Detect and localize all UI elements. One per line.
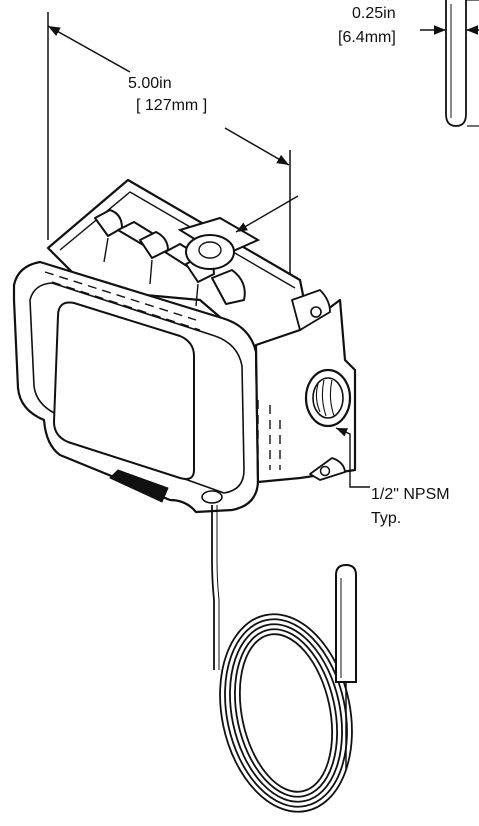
label-strip	[109, 469, 169, 503]
diameter-label-mm-value: 6.4mm	[342, 29, 392, 46]
display-window	[53, 301, 195, 480]
diameter-label-mm: [6.4mm]	[338, 29, 396, 46]
probe-detail	[420, 0, 479, 127]
capillary	[211, 505, 353, 813]
probe-detail-body	[445, 0, 467, 127]
capillary-coil	[219, 613, 353, 813]
conduit-opening-inner	[312, 377, 344, 419]
thread-callout-typ: Typ.	[371, 510, 402, 527]
top-port	[177, 195, 299, 270]
width-label-mm: [ 127mm ]	[136, 97, 208, 114]
thread-callout-leader	[335, 427, 370, 488]
sensing-bulb	[335, 563, 357, 770]
bottom-screw-boss	[201, 490, 223, 504]
top-port-inner	[198, 241, 222, 259]
width-label-mm-value: 127mm	[144, 97, 199, 114]
thread-callout-label: 1/2" NPSM	[371, 486, 450, 503]
conduit-fitting	[304, 368, 370, 488]
hinge-pin-end	[211, 269, 246, 305]
width-dim-line-right	[224, 127, 290, 166]
capillary-tube	[211, 505, 215, 670]
diameter-label-inches: 0.25in	[352, 5, 396, 22]
mounting-hole-bottom	[319, 465, 331, 477]
top-port-leader	[235, 195, 299, 233]
mounting-hole-top	[310, 306, 322, 318]
housing-front-bevel	[29, 282, 245, 494]
width-dim-line-left	[47, 25, 131, 73]
sensing-bulb-body	[335, 563, 357, 683]
hidden-lines	[44, 271, 281, 470]
width-label-inches: 5.00in	[128, 75, 172, 92]
